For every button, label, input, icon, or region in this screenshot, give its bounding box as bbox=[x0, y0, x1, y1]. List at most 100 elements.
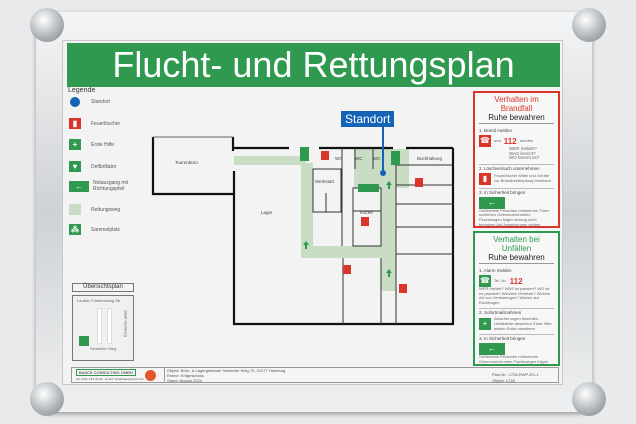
arrow-up-icon bbox=[386, 269, 392, 277]
tel-prefix: Tel.-Nr. bbox=[494, 277, 507, 283]
value: Erdgeschoss bbox=[180, 373, 204, 378]
emergency-number: 112 bbox=[503, 136, 517, 146]
call-prefix: und bbox=[494, 137, 501, 143]
fire-instructions-box: Verhalten im Brandfall Ruhe bewahren 1. … bbox=[473, 91, 560, 228]
emergency-exit-icon bbox=[300, 147, 309, 161]
emergency-number: 112 bbox=[509, 276, 523, 286]
fire-extinguisher-icon: ▮ bbox=[69, 118, 81, 129]
defibrillator-icon: ♥ bbox=[69, 161, 81, 172]
value: August 2024 bbox=[179, 378, 202, 383]
value: 1728 bbox=[505, 378, 515, 383]
value: 1728-RWP-EG-1 bbox=[508, 372, 539, 377]
exit-signs bbox=[300, 147, 400, 277]
overview-title: Übersichtsplan bbox=[72, 283, 134, 292]
company-contact: Tel. 040 / 123 45 00 · Email: info@baack… bbox=[76, 377, 145, 381]
footer-stand: Stand: August 2024 bbox=[167, 378, 202, 383]
question: WAS brennt? bbox=[509, 150, 536, 156]
label: Ebene: bbox=[167, 373, 180, 378]
accident-questions: WER meldet? WAS ist passiert? WO ist es … bbox=[479, 286, 551, 305]
label: Plan-Nr.: bbox=[492, 372, 508, 377]
room-label: Küche bbox=[360, 210, 373, 215]
accident-step-2: 2. Sofortmaßnahmen bbox=[479, 308, 554, 315]
plan-footer: BAACK CONSULTING GMBH Tel. 040 / 123 45 … bbox=[71, 367, 559, 383]
legend-label: Rettungsweg bbox=[91, 206, 121, 213]
room-label: Buchhaltung bbox=[417, 156, 443, 161]
frame-corner bbox=[572, 382, 606, 416]
assembly-point-icon bbox=[79, 336, 89, 346]
fire-extinguisher-icon bbox=[321, 151, 329, 160]
accident-box-subtitle: Ruhe bewahren bbox=[479, 253, 554, 264]
fire-box-subtitle: Ruhe bewahren bbox=[479, 113, 554, 124]
label: Stand: bbox=[167, 378, 179, 383]
legend-label: Feuerlöscher bbox=[91, 120, 121, 127]
room-label: WC bbox=[373, 156, 381, 161]
fire-step-2: 2. Löschversuch unternehmen bbox=[479, 163, 554, 171]
fire-extinguishers bbox=[321, 151, 423, 293]
emergency-phone-icon: ☎ bbox=[479, 275, 491, 287]
legend-label: Erste Hilfe bbox=[91, 141, 115, 148]
question: WER meldet? bbox=[509, 146, 537, 151]
emergency-exit-icon bbox=[391, 151, 400, 165]
legend-title: Legende bbox=[68, 87, 96, 94]
footer-ebene: Ebene: Erdgeschoss bbox=[167, 373, 204, 378]
legend-label: Sammelplatz bbox=[91, 226, 120, 233]
building-block bbox=[97, 308, 102, 344]
fire-alarm-phone-icon: ☎ bbox=[479, 135, 491, 147]
street-label: Sinstorfer Weg bbox=[90, 346, 117, 351]
fire-step-1: 1. Brand melden bbox=[479, 128, 513, 133]
legend-item: ▮ Feuerlöscher bbox=[69, 118, 120, 129]
location-dot-icon bbox=[69, 96, 81, 107]
accident-instructions-box: Verhalten bei Unfällen Ruhe bewahren 1. … bbox=[473, 231, 560, 366]
company-logo: BAACK CONSULTING GMBH bbox=[76, 369, 136, 376]
room-label: Tourenbüro bbox=[175, 160, 198, 165]
overview-map: Laufstr. Friedensweg Str. Sinstorfer Weg… bbox=[72, 295, 134, 361]
legend-label: Notausgang mit Richtungspfeil bbox=[93, 180, 129, 192]
fire-extinguisher-icon bbox=[361, 217, 369, 226]
fire-extinguisher-icon bbox=[399, 284, 407, 293]
step-text: Gefährdete Personen mitnehmen Türen schl… bbox=[479, 207, 550, 227]
first-aid-icon: + bbox=[479, 318, 491, 331]
escape-route-swatch-icon bbox=[69, 204, 81, 215]
fire-extinguisher-icon bbox=[343, 265, 351, 274]
room-label: Werkstatt bbox=[315, 179, 334, 184]
assembly-point-icon: ⁂ bbox=[69, 224, 81, 235]
standort-label: Standort bbox=[341, 111, 395, 127]
legend-label: Defibrillator bbox=[91, 163, 117, 170]
legend-item: + Erste Hilfe bbox=[69, 139, 114, 150]
street-label: Laufstr. Friedensweg Str. bbox=[77, 298, 122, 303]
fire-box-title: Verhalten im Brandfall bbox=[494, 95, 539, 113]
frame-corner bbox=[30, 382, 64, 416]
label: Objekt: bbox=[167, 368, 180, 373]
step-text: Feuerlöscher Mittel und Geräte zur Brand… bbox=[494, 173, 551, 183]
frame-corner bbox=[30, 8, 64, 42]
interior-walls bbox=[312, 148, 453, 324]
legend-item: ⁂ Sammelplatz bbox=[69, 224, 120, 235]
floor-plan bbox=[151, 127, 455, 326]
emergency-exit-icon: ← bbox=[479, 196, 505, 209]
room-label: Lager bbox=[261, 210, 273, 215]
value: Büro- & Lagergebäude Sinstorfer Weg 70, … bbox=[180, 368, 286, 373]
accident-box-title: Verhalten bei Unfällen bbox=[493, 235, 540, 253]
room-label: WC bbox=[335, 156, 343, 161]
fire-step-3: 3. In Sicherheit bringen bbox=[479, 187, 554, 195]
arrow-up-icon bbox=[386, 181, 392, 189]
building-block bbox=[107, 308, 112, 344]
legend-item: ←Notausgang mit Richtungspfeil bbox=[69, 180, 137, 192]
question: WO brennt es? bbox=[509, 155, 540, 161]
legend-label: Standort bbox=[91, 98, 110, 105]
fire-extinguisher-icon: ▮ bbox=[479, 172, 491, 185]
step-text: Absicherungen beachten Unfallstelle absi… bbox=[494, 316, 552, 331]
legend-item: Rettungsweg bbox=[69, 204, 120, 215]
footer-objekt-nr: Objekt: 1728 bbox=[492, 378, 515, 383]
emergency-exit-icon: ← bbox=[479, 343, 505, 356]
arrow-up-icon bbox=[303, 241, 309, 249]
first-aid-icon: + bbox=[69, 139, 81, 150]
footer-plan-nr: Plan-Nr.: 1728-RWP-EG-1 bbox=[492, 372, 539, 377]
label: Objekt: bbox=[492, 378, 505, 383]
footer-objekt: Objekt: Büro- & Lagergebäude Sinstorfer … bbox=[167, 368, 285, 373]
escape-route bbox=[234, 149, 409, 291]
fire-questions: WER meldet? WAS brennt? WO brennt es? bbox=[479, 146, 554, 161]
call-suffix: anrufen bbox=[519, 137, 534, 143]
standort-dot bbox=[380, 170, 386, 176]
legend-item: ♥ Defibrillator bbox=[69, 161, 116, 172]
